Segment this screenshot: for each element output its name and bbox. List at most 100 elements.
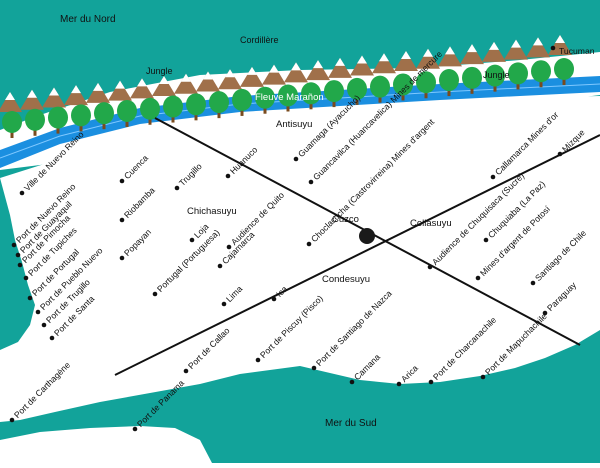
tree-trunk xyxy=(424,89,428,99)
mountain-peak xyxy=(284,62,308,83)
place-dot xyxy=(255,357,261,363)
place-dot xyxy=(480,374,486,380)
mountain-peak xyxy=(86,82,110,103)
region-condesuyu: Condesuyu xyxy=(322,274,370,285)
place-dot xyxy=(475,275,481,281)
place-dot xyxy=(19,190,25,196)
mountain-peak xyxy=(438,46,462,67)
sea-label-north: Mer du Nord xyxy=(60,14,116,25)
tree-crown xyxy=(186,93,206,116)
place-dot xyxy=(174,185,180,191)
tree-trunk xyxy=(286,102,290,112)
tree-crown xyxy=(117,99,137,122)
mountain-peak xyxy=(152,76,176,97)
cuzco-marker xyxy=(359,228,375,244)
place-dot xyxy=(27,295,33,301)
mountain-peak xyxy=(526,37,550,58)
place-dot xyxy=(23,275,29,281)
tree-crown xyxy=(163,95,183,118)
mountain-snowcap xyxy=(533,37,543,46)
place-dot xyxy=(41,322,47,328)
place-dot xyxy=(427,264,433,270)
place-dot xyxy=(15,252,21,258)
tree-crown xyxy=(485,64,505,87)
mountain-snowcap xyxy=(71,85,81,94)
place-dot xyxy=(189,237,195,243)
mountain-snowcap xyxy=(203,71,213,80)
place-dot xyxy=(396,381,402,387)
tree-trunk xyxy=(79,122,83,132)
tree-trunk xyxy=(56,124,60,134)
city-cuzco-label: Cuzco xyxy=(332,214,359,225)
tree-crown xyxy=(94,102,114,125)
mountain-snowcap xyxy=(49,87,59,96)
tree-crown xyxy=(71,104,91,127)
mountain-snowcap xyxy=(445,46,455,55)
place-dot xyxy=(428,379,434,385)
mountain-peak xyxy=(42,87,66,108)
tree-trunk xyxy=(263,104,267,114)
mountain-snowcap xyxy=(137,78,147,87)
mountain-peak xyxy=(0,92,22,112)
mountain-peak xyxy=(64,85,88,106)
southern-land xyxy=(0,426,212,463)
tree-crown xyxy=(25,108,45,131)
mountain-snowcap xyxy=(5,92,15,100)
tree-trunk xyxy=(194,111,198,121)
region-collasuyu: Collasuyu xyxy=(410,218,452,229)
tree-crown xyxy=(2,111,22,133)
place-dot xyxy=(49,335,55,341)
mountain-snowcap xyxy=(27,89,37,98)
mountain-snowcap xyxy=(379,53,389,62)
mountain-peak xyxy=(416,48,440,69)
tree-trunk xyxy=(493,82,497,92)
tree-trunk xyxy=(355,95,359,105)
place-dot xyxy=(557,151,563,157)
tree-crown xyxy=(301,82,321,105)
place-dot xyxy=(293,156,299,162)
tree-crown xyxy=(209,91,229,114)
tree-crown xyxy=(462,66,482,89)
tree-trunk xyxy=(10,129,14,138)
place-dot xyxy=(221,301,227,307)
tree-crown xyxy=(255,86,275,109)
jungle-trees xyxy=(2,58,574,138)
tree-trunk xyxy=(102,120,106,130)
mountain-snowcap xyxy=(291,62,301,71)
tree-trunk xyxy=(332,98,336,108)
tree-trunk xyxy=(562,76,566,86)
place-dot xyxy=(183,368,189,374)
mountain-snowcap xyxy=(423,48,433,57)
tree-trunk xyxy=(516,80,520,90)
place-dot xyxy=(550,45,556,51)
place-dot xyxy=(35,309,41,315)
place-tucuman: Tucuman xyxy=(550,45,595,56)
tree-crown xyxy=(508,62,528,85)
mountain-snowcap xyxy=(335,57,345,66)
tree-crown xyxy=(278,84,298,107)
jungle-label-left: Jungle xyxy=(146,66,173,76)
mountain-peak xyxy=(218,69,242,90)
tree-trunk xyxy=(240,106,244,116)
tree-crown xyxy=(554,58,574,81)
tree-crown xyxy=(48,106,68,129)
mountain-peak xyxy=(460,44,484,65)
tree-trunk xyxy=(470,84,474,94)
tree-trunk xyxy=(378,93,382,103)
place-dot xyxy=(311,365,317,371)
tree-crown xyxy=(324,80,344,103)
mountain-peak xyxy=(328,57,352,78)
region-chichasuyu: Chichasuyu xyxy=(187,206,237,217)
tree-trunk xyxy=(33,126,37,136)
mountain-snowcap xyxy=(225,69,235,78)
tree-crown xyxy=(439,69,459,92)
jungle-label-right: Jungle xyxy=(483,70,510,80)
tree-trunk xyxy=(148,115,152,125)
tree-crown xyxy=(347,77,367,100)
tree-trunk xyxy=(447,87,451,97)
mountain-snowcap xyxy=(555,35,565,44)
mountain-peak xyxy=(504,39,528,60)
mountain-snowcap xyxy=(247,66,257,75)
